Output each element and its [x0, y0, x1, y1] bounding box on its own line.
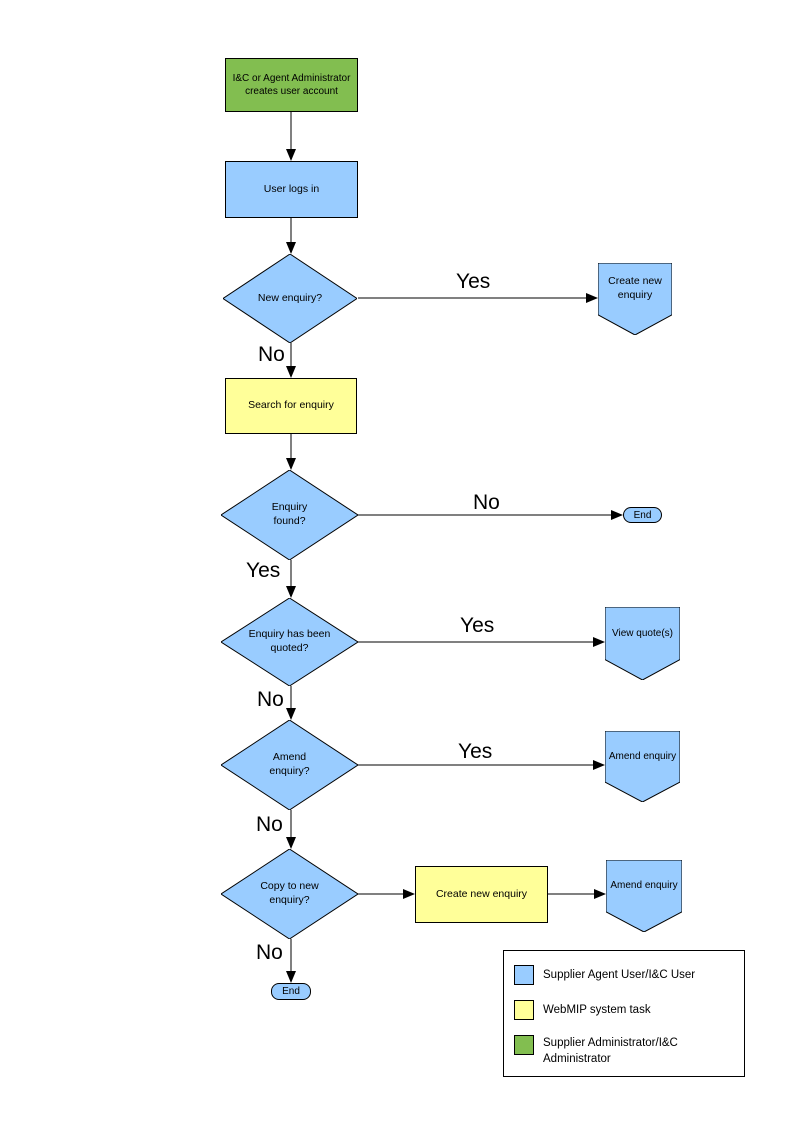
terminator-label: End [633, 509, 652, 521]
pentagon-shape [598, 263, 672, 335]
decision-copy-to-new-enquiry: Copy to new enquiry? [221, 849, 358, 939]
diamond-shape [223, 254, 357, 343]
decision-label: Amend enquiry? [269, 751, 310, 777]
legend: Supplier Agent User/I&C User WebMIP syst… [503, 950, 745, 1077]
decision-enquiry-quoted: Enquiry has been quoted? [221, 598, 358, 686]
node-create-new-enquiry-2: Create new enquiry [415, 866, 548, 923]
pentagon-shape [605, 731, 680, 802]
edge-label-no-enquiry-quoted: No [257, 688, 284, 711]
decision-amend-enquiry: Amend enquiry? [221, 720, 358, 810]
edge-label-yes-amend: Yes [458, 740, 493, 763]
node-label: Amend enquiry [608, 751, 677, 763]
diamond-shape [221, 470, 358, 560]
pentagon-shape [605, 607, 680, 680]
edge-label-yes-enquiry-quoted: Yes [460, 614, 495, 637]
legend-swatch-user [514, 965, 534, 985]
edge-label-no-copy: No [256, 941, 283, 964]
decision-label: New enquiry? [257, 291, 323, 304]
node-amend-enquiry-1: Amend enquiry [605, 731, 680, 802]
node-view-quotes: View quote(s) [605, 607, 680, 680]
node-search-for-enquiry: Search for enquiry [225, 378, 357, 434]
node-label: Create new enquiry [435, 887, 528, 900]
node-user-logs-in: User logs in [225, 161, 358, 218]
edge-label-no-amend: No [256, 813, 283, 836]
legend-swatch-system [514, 1000, 534, 1020]
legend-item-admin: Supplier Administrator/I&C Administrator [514, 1035, 736, 1067]
terminator-end-2: End [271, 983, 311, 1000]
node-create-account: I&C or Agent Administrator creates user … [225, 58, 358, 112]
terminator-end-1: End [623, 507, 662, 523]
node-label: I&C or Agent Administrator creates user … [232, 73, 351, 97]
legend-item-label: WebMIP system task [543, 1004, 651, 1016]
pentagon-shape [606, 860, 682, 932]
legend-item-system: WebMIP system task [514, 1000, 736, 1020]
legend-swatch-admin [514, 1035, 534, 1055]
legend-item-label: Supplier Administrator/I&C Administrator [543, 1037, 678, 1065]
legend-item-label: Supplier Agent User/I&C User [543, 969, 696, 981]
edge-label-yes-new-enquiry: Yes [456, 270, 491, 293]
legend-item-user: Supplier Agent User/I&C User [514, 965, 736, 985]
edge-label-no-enquiry-found: No [473, 491, 500, 514]
node-label: Search for enquiry [248, 399, 334, 412]
node-create-new-enquiry-1: Create new enquiry [598, 263, 672, 335]
diamond-shape [221, 849, 358, 939]
terminator-label: End [282, 986, 300, 997]
decision-label: Enquiry found? [271, 501, 308, 527]
node-label: View quote(s) [612, 627, 673, 639]
decision-label: Copy to new enquiry? [260, 880, 319, 906]
node-label: Create new enquiry [608, 275, 662, 301]
diamond-shape [221, 598, 358, 686]
node-amend-enquiry-2: Amend enquiry [606, 860, 682, 932]
node-label: Amend enquiry [610, 880, 678, 892]
decision-new-enquiry: New enquiry? [223, 254, 357, 343]
decision-enquiry-found: Enquiry found? [221, 470, 358, 560]
edge-label-no-new-enquiry: No [258, 343, 285, 366]
edge-label-yes-enquiry-found: Yes [246, 559, 281, 582]
node-label: User logs in [263, 182, 320, 195]
diamond-shape [221, 720, 358, 810]
decision-label: Enquiry has been quoted? [248, 628, 331, 654]
